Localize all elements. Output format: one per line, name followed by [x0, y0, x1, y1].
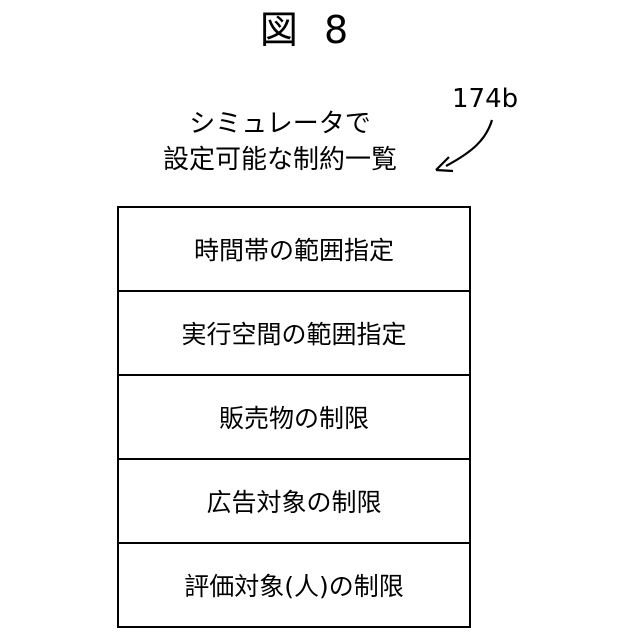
leader-line [446, 120, 492, 166]
constraint-item-evaluation-targets: 評価対象(人)の制限 [119, 544, 469, 626]
constraint-item-ad-targets: 広告対象の制限 [119, 460, 469, 544]
constraint-item-execution-space: 実行空間の範囲指定 [119, 292, 469, 376]
constraint-list: 時間帯の範囲指定 実行空間の範囲指定 販売物の制限 広告対象の制限 評価対象(人… [117, 206, 471, 628]
constraint-item-sales-items: 販売物の制限 [119, 376, 469, 460]
constraint-item-time-range: 時間帯の範囲指定 [119, 208, 469, 292]
